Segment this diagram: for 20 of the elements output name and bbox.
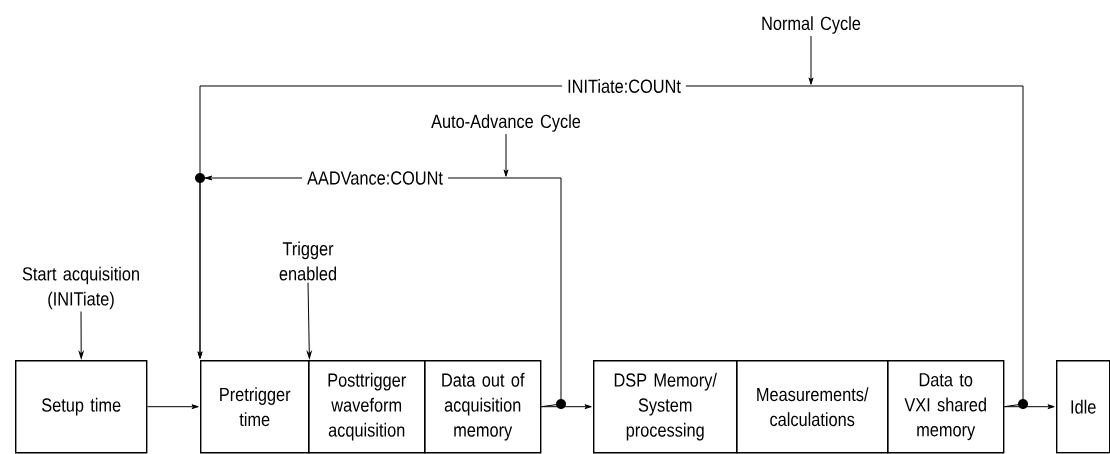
annotation-text: Trigger enabled	[279, 241, 336, 281]
annotation-text: Normal Cycle	[762, 16, 861, 34]
edge-label: AADVance:COUNt	[302, 166, 448, 190]
loop-arrow	[197, 85, 1024, 408]
process-box: Setup time	[15, 360, 148, 454]
process-box: Pretrigger time	[200, 360, 310, 454]
leader-arrow	[503, 133, 509, 177]
process-box: Idle	[1056, 360, 1110, 454]
process-box: Data out of acquisition memory	[424, 360, 542, 454]
process-box: Posttrigger waveform acquisition	[308, 360, 426, 454]
arrow	[146, 404, 199, 410]
annotation-text: Start acquisition (INITiate)	[22, 266, 139, 310]
leader-arrow	[808, 35, 814, 85]
annotation-text: Auto-Advance Cycle	[431, 114, 581, 132]
arrow	[306, 282, 312, 359]
arrow	[78, 311, 84, 359]
process-box: DSP Memory/ System processing	[593, 360, 738, 454]
edge-label: INITiate:COUNt	[562, 74, 686, 98]
process-box: Data to VXI shared memory	[887, 360, 1005, 454]
process-box: Measurements/ calculations	[736, 360, 889, 454]
